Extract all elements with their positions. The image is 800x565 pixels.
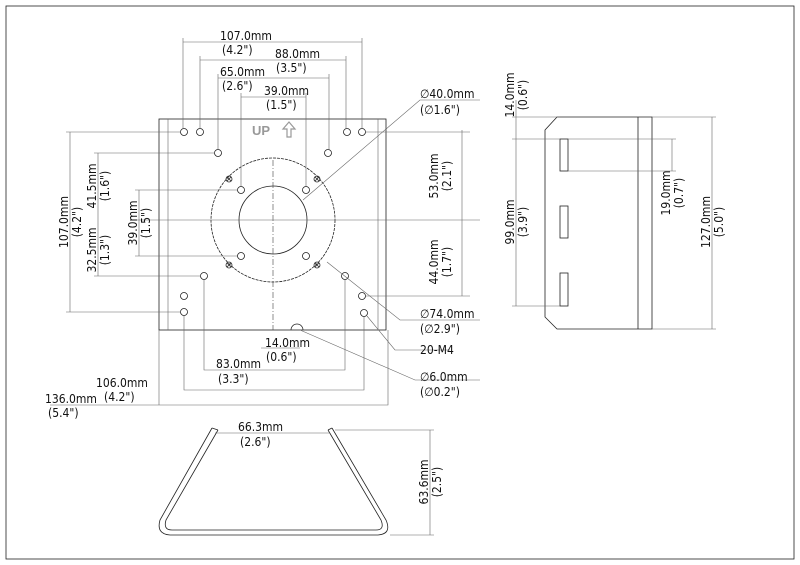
top-dimension-lines (50, 38, 480, 406)
dim-88-in: (3.5") (276, 61, 307, 75)
dim-d74-mm: ∅74.0mm (420, 307, 474, 321)
side-view (512, 100, 716, 330)
dim-side-19-in: (0.7") (672, 178, 686, 209)
up-arrow-icon (281, 121, 297, 138)
dim-d6-mm: ∅6.0mm (420, 370, 468, 384)
dim-side-127-mm: 127.0mm (699, 196, 713, 248)
dim-106-mm: 106.0mm (96, 376, 148, 390)
dim-66-in: (2.6") (240, 435, 271, 449)
dim-136-mm: 136.0mm (45, 392, 97, 406)
top-view: UP (130, 118, 480, 331)
dim-h107-in: (4.2") (70, 207, 84, 238)
dim-83-in: (3.3") (218, 372, 249, 386)
mounting-holes (180, 128, 368, 331)
dim-39-in: (1.5") (266, 98, 297, 112)
dim-39-mm: 39.0mm (264, 84, 309, 98)
dim-d40-in: (∅1.6") (420, 103, 460, 117)
dim-136-in: (5.4") (48, 406, 79, 420)
dim-88-mm: 88.0mm (275, 47, 320, 61)
dim-20-m4: 20-M4 (420, 343, 454, 357)
dim-side-99-mm: 99.0mm (503, 199, 517, 244)
dim-h44-in: (1.7") (440, 247, 454, 278)
slot (559, 138, 569, 172)
dim-side-127-in: (5.0") (712, 207, 726, 238)
dim-h32-mm: 32.5mm (85, 227, 99, 272)
dim-14-in: (0.6") (266, 350, 297, 364)
dim-d6-in: (∅0.2") (420, 385, 460, 399)
dim-63-in: (2.5") (430, 467, 444, 498)
m4-threaded-holes (225, 175, 321, 269)
dim-106-in: (4.2") (104, 390, 135, 404)
slot (559, 205, 569, 239)
dim-63-mm: 63.6mm (417, 459, 431, 504)
dim-107-in: (4.2") (222, 43, 253, 57)
dim-h32-in: (1.3") (98, 235, 112, 266)
dim-side-14-mm: 14.0mm (503, 72, 517, 117)
dim-side-19-mm: 19.0mm (659, 170, 673, 215)
dim-65-mm: 65.0mm (220, 65, 265, 79)
dim-h53-in: (2.1") (440, 161, 454, 192)
slot (559, 272, 569, 307)
dim-d40-mm: ∅40.0mm (420, 87, 474, 101)
dim-h53-mm: 53.0mm (427, 153, 441, 198)
dim-107-mm: 107.0mm (220, 29, 272, 43)
drawing-frame (5, 5, 795, 560)
dim-h41-in: (1.6") (98, 171, 112, 202)
dim-d74-in: (∅2.9") (420, 322, 460, 336)
up-label: UP (252, 123, 270, 138)
side-outline (544, 116, 653, 330)
dim-side-99-in: (3.9") (516, 207, 530, 238)
dim-66-mm: 66.3mm (238, 420, 283, 434)
dim-h39-in: (1.5") (139, 208, 153, 239)
dim-65-in: (2.6") (222, 79, 253, 93)
dim-83-mm: 83.0mm (216, 357, 261, 371)
dim-h107-mm: 107.0mm (57, 196, 71, 248)
bracket-profile (158, 427, 434, 536)
dim-14-mm: 14.0mm (265, 336, 310, 350)
dim-h41-mm: 41.5mm (85, 163, 99, 208)
plate-outline (158, 118, 387, 331)
dim-h39-mm: 39.0mm (126, 200, 140, 245)
dim-side-14-in: (0.6") (516, 80, 530, 111)
dim-h44-mm: 44.0mm (427, 239, 441, 284)
